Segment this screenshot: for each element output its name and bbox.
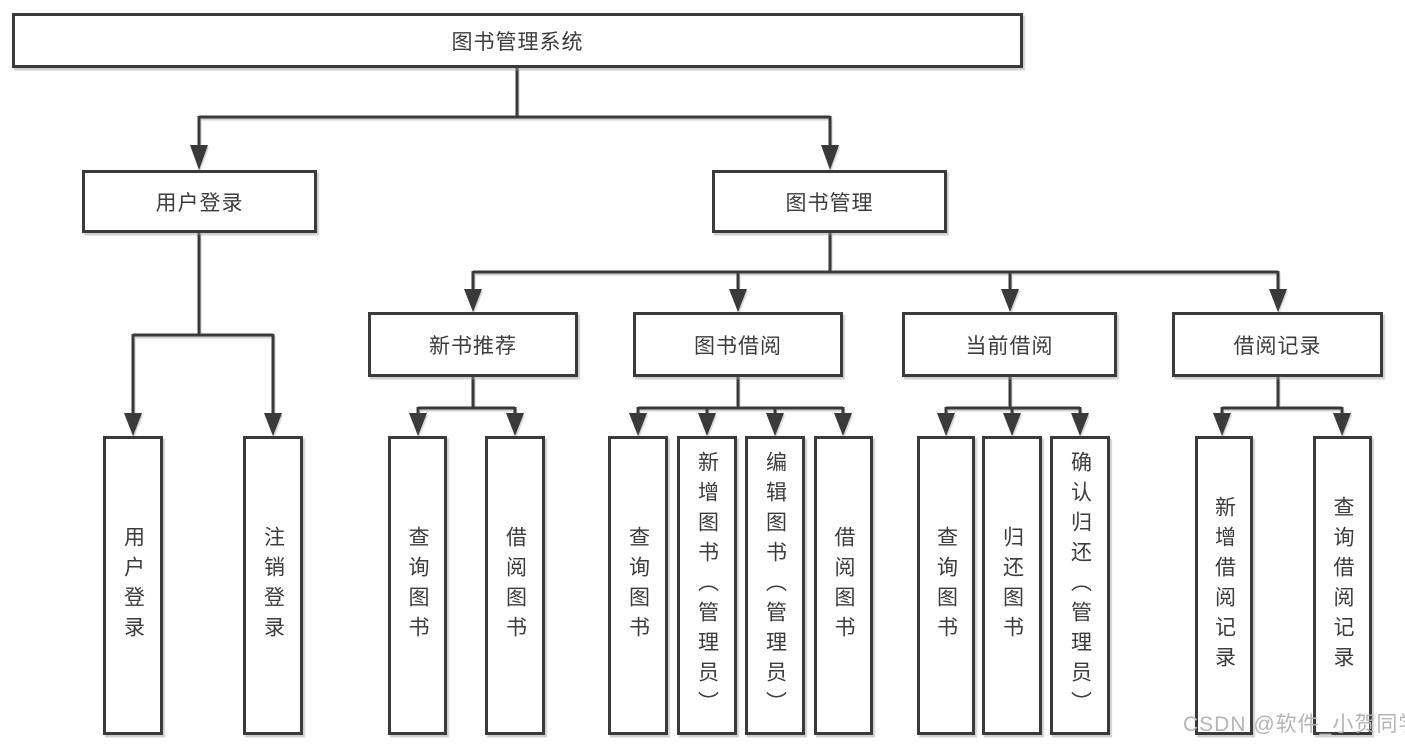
- section-book-borrow: 图书借阅: [633, 312, 843, 377]
- root-node-label: 图书管理系统: [451, 30, 584, 54]
- section-new-book-recommend: 新书推荐: [368, 312, 578, 377]
- leaf-query-books-2-label: 查询图书: [626, 525, 650, 646]
- leaf-confirm-return-admin: 确认归还（管理员）: [1050, 436, 1110, 735]
- leaf-query-books-3-label: 查询图书: [934, 525, 958, 646]
- leaf-add-books-admin-label: 新增图书（管理员）: [695, 450, 719, 721]
- leaf-edit-books-admin-label: 编辑图书（管理员）: [763, 450, 787, 721]
- root-node: 图书管理系统: [12, 13, 1023, 68]
- section-current-borrow: 当前借阅: [902, 312, 1117, 377]
- leaf-query-books-2: 查询图书: [608, 436, 668, 735]
- leaf-query-borrow-record-label: 查询借阅记录: [1331, 495, 1354, 676]
- section-borrow-records-label: 借阅记录: [1233, 334, 1322, 358]
- csdn-watermark: CSDN @软件_小贺同学: [1183, 713, 1405, 736]
- leaf-return-books: 归还图书: [982, 436, 1042, 735]
- leaf-return-books-label: 归还图书: [1000, 525, 1024, 646]
- section-book-borrow-label: 图书借阅: [694, 334, 782, 358]
- leaf-logout: 注销登录: [243, 436, 303, 735]
- leaf-user-login: 用户登录: [103, 436, 163, 735]
- section-new-book-recommend-label: 新书推荐: [429, 334, 517, 358]
- leaf-query-books-3: 查询图书: [917, 436, 975, 735]
- branch-book-management-label: 图书管理: [785, 191, 874, 215]
- arrowheads: [124, 145, 1351, 436]
- leaf-query-books-1: 查询图书: [388, 436, 447, 735]
- branch-user-login-label: 用户登录: [155, 191, 244, 215]
- leaf-confirm-return-admin-label: 确认归还（管理员）: [1068, 450, 1092, 721]
- leaf-borrow-books-1: 借阅图书: [485, 436, 545, 735]
- leaf-logout-label: 注销登录: [261, 525, 285, 646]
- leaf-borrow-books-2: 借阅图书: [814, 436, 873, 735]
- branch-book-management: 图书管理: [712, 170, 947, 233]
- leaf-query-borrow-record: 查询借阅记录: [1313, 436, 1372, 735]
- leaf-query-books-1-label: 查询图书: [406, 525, 429, 646]
- leaf-borrow-books-1-label: 借阅图书: [503, 525, 527, 646]
- section-borrow-records: 借阅记录: [1172, 312, 1383, 377]
- leaf-add-borrow-record-label: 新增借阅记录: [1212, 495, 1236, 676]
- branch-user-login: 用户登录: [82, 170, 317, 233]
- leaf-edit-books-admin: 编辑图书（管理员）: [745, 436, 805, 735]
- leaf-add-books-admin: 新增图书（管理员）: [677, 436, 737, 735]
- leaf-borrow-books-2-label: 借阅图书: [832, 525, 855, 646]
- leaf-add-borrow-record: 新增借阅记录: [1195, 436, 1253, 735]
- leaf-user-login-label: 用户登录: [121, 525, 145, 646]
- section-current-borrow-label: 当前借阅: [965, 334, 1054, 358]
